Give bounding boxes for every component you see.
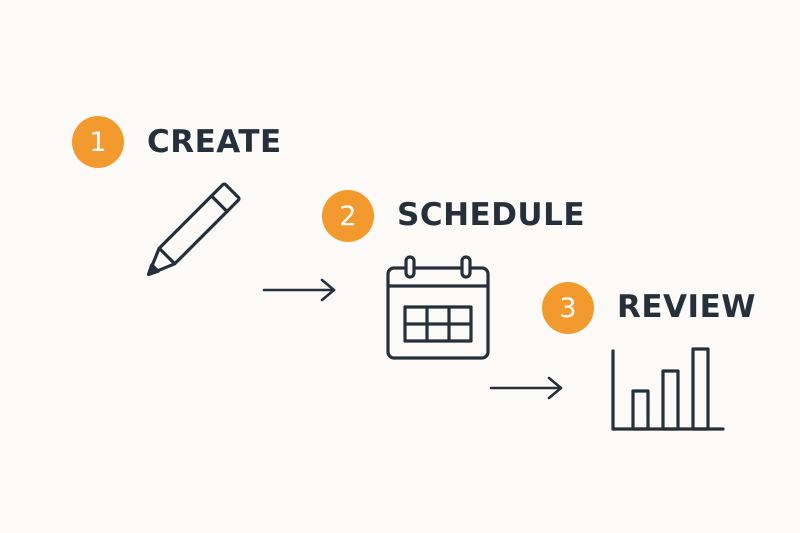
bar-chart-icon xyxy=(611,347,725,431)
step-label: SCHEDULE xyxy=(397,197,586,233)
step-number-badge: 2 xyxy=(322,190,374,242)
step-label: CREATE xyxy=(147,124,282,160)
pencil-icon xyxy=(146,182,241,277)
step-number-badge: 3 xyxy=(542,282,594,334)
step-number-badge: 1 xyxy=(72,116,124,168)
arrow-right-icon xyxy=(262,278,336,302)
step-label: REVIEW xyxy=(617,289,756,325)
calendar-icon xyxy=(386,255,490,360)
arrow-right-icon xyxy=(489,376,563,400)
